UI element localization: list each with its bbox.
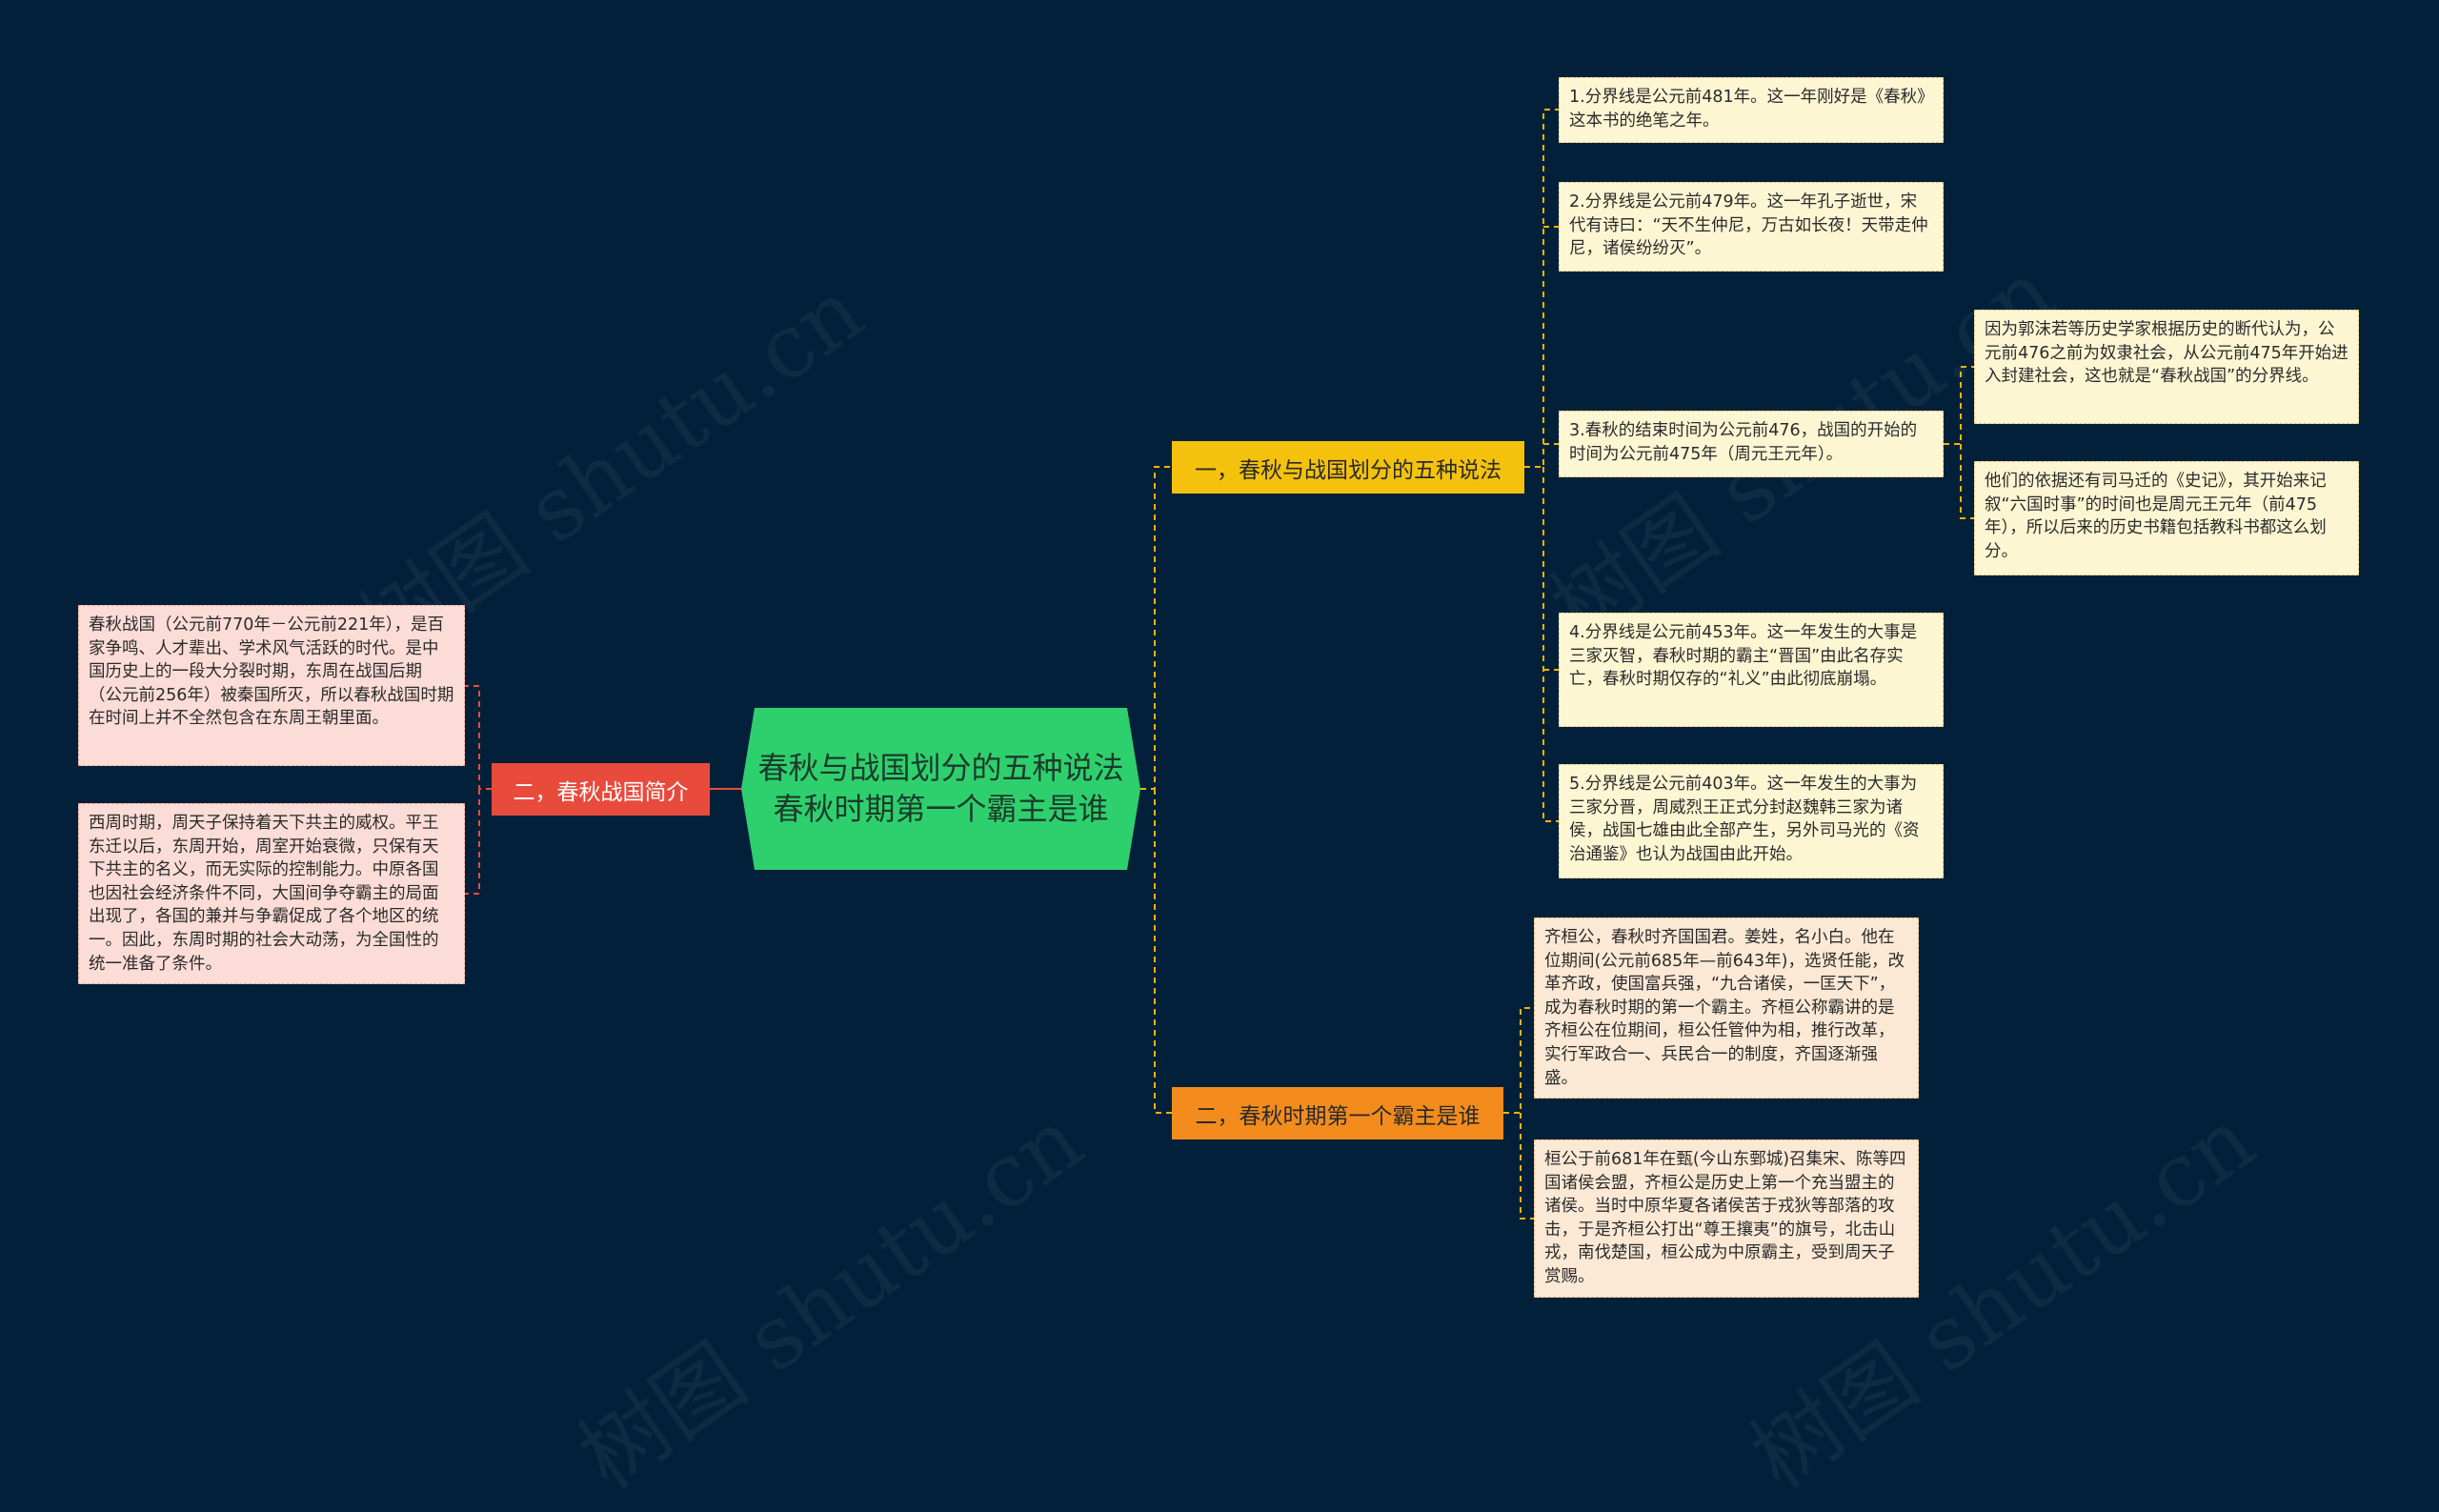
note-division-1[interactable]: 1.分界线是公元前481年。这一年刚好是《春秋》这本书的绝笔之年。 <box>1559 77 1944 143</box>
note-intro-period[interactable]: 春秋战国（公元前770年－公元前221年），是百家争鸣、人才辈出、学术风气活跃的… <box>78 605 465 766</box>
note-text: 因为郭沫若等历史学家根据历史的断代认为，公元前476之前为奴隶社会，从公元前47… <box>1985 320 2348 387</box>
note-text: 春秋战国（公元前770年－公元前221年），是百家争鸣、人才辈出、学术风气活跃的… <box>89 615 454 729</box>
note-text: 他们的依据还有司马迁的《史记》，其开始来记叙“六国时事”的时间也是周元王元年（前… <box>1985 472 2327 561</box>
branch-first-hegemon[interactable]: 二，春秋时期第一个霸主是谁 <box>1172 1087 1503 1139</box>
root-topic[interactable]: 春秋与战国划分的五种说法 春秋时期第一个霸主是谁 <box>741 708 1140 870</box>
connector <box>465 789 480 895</box>
note-text: 齐桓公，春秋时齐国国君。姜姓，名小白。他在位期间(公元前685年—前643年)，… <box>1544 928 1905 1088</box>
branch-label: 一，春秋与战国划分的五种说法 <box>1195 457 1502 483</box>
note-division-3[interactable]: 3.春秋的结束时间为公元前476，战国的开始的时间为公元前475年（周元王元年）… <box>1559 411 1944 477</box>
note-text: 1.分界线是公元前481年。这一年刚好是《春秋》这本书的绝笔之年。 <box>1569 88 1925 131</box>
subnote-shiji-basis[interactable]: 他们的依据还有司马迁的《史记》，其开始来记叙“六国时事”的时间也是周元王元年（前… <box>1974 461 2359 575</box>
connector <box>1154 789 1172 1114</box>
connector <box>1524 109 1559 468</box>
branch-label: 二，春秋战国简介 <box>513 779 689 805</box>
note-text: 桓公于前681年在甄(今山东鄄城)召集宋、陈等四国诸侯会盟，齐桓公是历史上第一个… <box>1544 1150 1906 1286</box>
note-text: 2.分界线是公元前479年。这一年孔子逝世，宋代有诗曰：“天不生仲尼，万古如长夜… <box>1569 192 1928 259</box>
subnote-feudal-boundary[interactable]: 因为郭沫若等历史学家根据历史的断代认为，公元前476之前为奴隶社会，从公元前47… <box>1974 310 2359 424</box>
connector <box>1140 466 1172 790</box>
note-text: 4.分界线是公元前453年。这一年发生的大事是三家灭智，春秋时期的霸主“晋国”由… <box>1569 623 1918 690</box>
connector <box>1960 444 1974 519</box>
note-text: 西周时期，周天子保持着天下共主的威权。平王东迁以后，东周开始，周室开始衰微，只保… <box>89 814 439 974</box>
note-alliance[interactable]: 桓公于前681年在甄(今山东鄄城)召集宋、陈等四国诸侯会盟，齐桓公是历史上第一个… <box>1534 1139 1919 1298</box>
connector <box>1503 1007 1534 1114</box>
branch-five-divisions[interactable]: 一，春秋与战国划分的五种说法 <box>1172 441 1524 494</box>
root-title: 春秋与战国划分的五种说法 春秋时期第一个霸主是谁 <box>757 750 1124 827</box>
connector <box>1944 366 1974 445</box>
connector <box>1542 467 1559 822</box>
note-text: 3.春秋的结束时间为公元前476，战国的开始的时间为公元前475年（周元王元年）… <box>1569 421 1918 464</box>
note-text: 5.分界线是公元前403年。这一年发生的大事为三家分晋，周威烈王正式分封赵魏韩三… <box>1569 775 1920 864</box>
note-division-2[interactable]: 2.分界线是公元前479年。这一年孔子逝世，宋代有诗曰：“天不生仲尼，万古如长夜… <box>1559 182 1944 272</box>
branch-label: 二，春秋时期第一个霸主是谁 <box>1195 1103 1481 1129</box>
connector-lines <box>465 109 1974 1220</box>
note-division-4[interactable]: 4.分界线是公元前453年。这一年发生的大事是三家灭智，春秋时期的霸主“晋国”由… <box>1559 613 1944 727</box>
note-zhou-decline[interactable]: 西周时期，周天子保持着天下共主的威权。平王东迁以后，东周开始，周室开始衰微，只保… <box>78 803 465 984</box>
connector <box>1520 1113 1534 1220</box>
note-duke-huan[interactable]: 齐桓公，春秋时齐国国君。姜姓，名小白。他在位期间(公元前685年—前643年)，… <box>1534 917 1919 1099</box>
branch-introduction[interactable]: 二，春秋战国简介 <box>492 763 710 816</box>
connector <box>465 685 492 790</box>
note-division-5[interactable]: 5.分界线是公元前403年。这一年发生的大事为三家分晋，周威烈王正式分封赵魏韩三… <box>1559 764 1944 878</box>
root-shape <box>741 708 1140 870</box>
